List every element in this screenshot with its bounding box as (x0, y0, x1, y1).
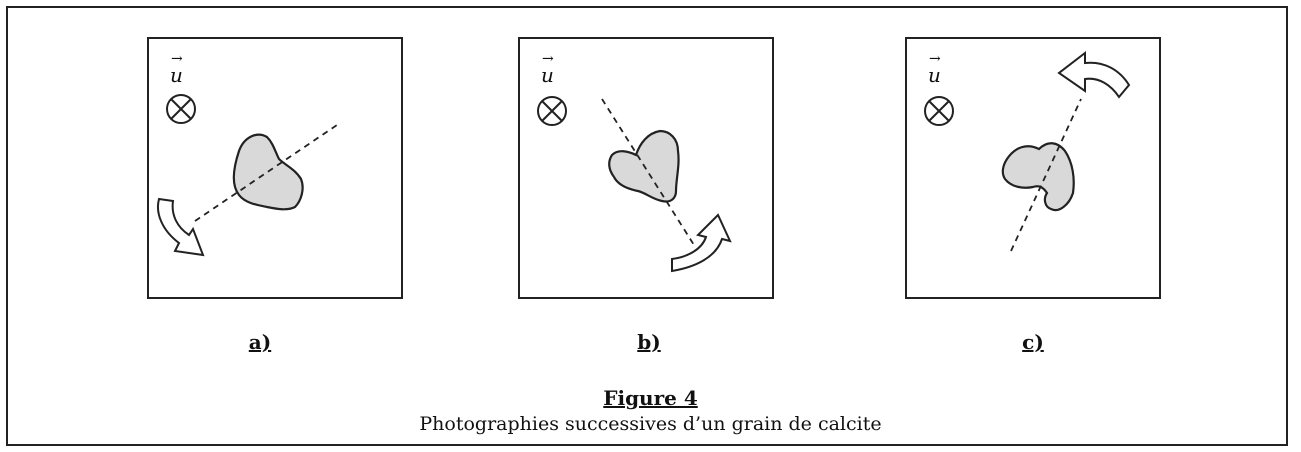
panel-b-drawing (520, 39, 772, 297)
panel-b: →u (518, 37, 774, 299)
panel-a-drawing (149, 39, 401, 297)
rotation-arrow-icon (1059, 53, 1129, 97)
panel-c-drawing (907, 39, 1159, 297)
vector-into-page-icon (167, 95, 195, 123)
panel-a: →u (147, 37, 403, 299)
panel-b-label: b) (619, 330, 679, 354)
panel-a-label: a) (230, 330, 290, 354)
calcite-grain (1003, 143, 1074, 210)
figure-title: Figure 4 (0, 386, 1301, 410)
figure-caption: Photographies successives d’un grain de … (0, 413, 1301, 435)
vector-into-page-icon (925, 97, 953, 125)
panel-c-label: c) (1003, 330, 1063, 354)
rotation-arrow-icon (158, 199, 203, 255)
vector-into-page-icon (538, 97, 566, 125)
panel-c: →u (905, 37, 1161, 299)
